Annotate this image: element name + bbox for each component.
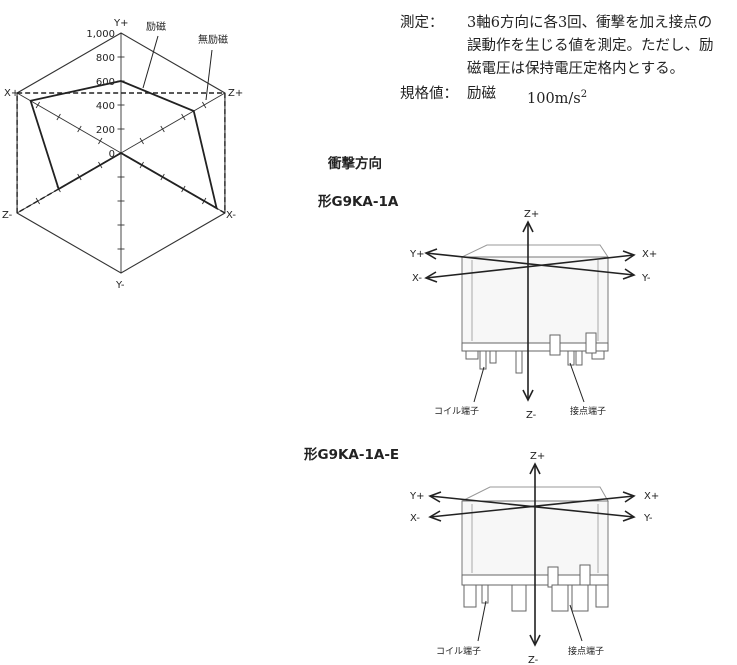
label-z-plus: Z+ — [530, 451, 545, 462]
radar-spoke-zplus — [120, 92, 226, 154]
spec-label: 規格値： — [400, 86, 458, 102]
arrowhead-z-minus — [529, 634, 541, 647]
radar-tick-mark — [181, 113, 186, 121]
arrowhead-z-plus — [529, 462, 541, 475]
label-coil-terminal: コイル端子 — [434, 405, 479, 417]
arrowhead-z-minus — [522, 389, 534, 402]
label-y-minus: Y- — [641, 273, 651, 284]
label-y-plus: Y+ — [410, 249, 425, 260]
measure-text-line-2: 誤動作を生じる値を測定。ただし、励 — [467, 38, 714, 54]
arrow-y-axis — [429, 495, 635, 518]
measure-text-line-3: 磁電圧は保持電圧定格内とする。 — [467, 61, 685, 77]
spec-value-exponent: 2 — [580, 89, 588, 100]
label-x-minus: X- — [410, 513, 420, 524]
axis-arrows — [424, 220, 636, 402]
radar-tick-labels: 1,000 800 600 400 200 0 — [86, 29, 115, 160]
radar-tick-label: 1,000 — [86, 29, 115, 40]
label-contact-terminal: 接点端子 — [570, 405, 606, 417]
legend-label-excited: 励磁 — [146, 20, 166, 33]
radar-tick-mark — [160, 125, 165, 133]
measure-label: 測定： — [400, 15, 444, 31]
radar-tick-label: 400 — [96, 101, 115, 112]
arrowhead-y-minus — [622, 268, 636, 280]
radar-tick-label: 200 — [96, 125, 115, 136]
arrowhead-x-minus — [428, 510, 442, 522]
radar-axis-label: Z+ — [228, 88, 243, 99]
label-x-plus: X+ — [642, 249, 657, 260]
radar-axis-label: Z- — [2, 210, 13, 221]
radar-tick-mark — [56, 113, 61, 121]
label-x-plus: X+ — [644, 491, 659, 502]
callout-leader-excited — [142, 35, 159, 89]
arrow-x-axis — [425, 254, 635, 279]
radar-axis-label: Y- — [115, 280, 125, 291]
model-title-1: 形G9KA-1A — [318, 194, 399, 210]
arrow-y-axis — [425, 252, 635, 276]
radar-tick-mark — [35, 197, 41, 205]
radar-axis-label: X- — [226, 210, 236, 221]
label-y-plus: Y+ — [409, 491, 425, 502]
arrowhead-y-plus — [428, 491, 442, 503]
radar-axis-labels: Y+ Z+ X- Y- Z- X+ — [2, 18, 243, 291]
radar-tick-mark — [98, 137, 103, 145]
radar-axis-label: Y+ — [113, 18, 129, 29]
label-coil-terminal: コイル端子 — [436, 645, 481, 657]
coil-terminal-leader — [477, 600, 487, 642]
radar-series — [16, 80, 226, 215]
radar-tick-mark — [139, 137, 144, 145]
measure-text-line-1: 3軸6方向に各3回、衝撃を加え接点の — [467, 15, 713, 31]
axis-arrows — [428, 462, 636, 647]
shock-direction-heading: 衝撃方向 — [328, 156, 382, 172]
arrowhead-y-minus — [622, 510, 636, 522]
contact-terminal-leader — [569, 362, 585, 403]
label-y-minus: Y- — [643, 513, 653, 524]
spec-value-text: 100m/s — [527, 90, 581, 107]
arrowhead-x-minus — [424, 271, 438, 283]
model-title-2: 形G9KA-1A-E — [304, 447, 400, 463]
radar-tick-mark — [201, 101, 207, 109]
label-z-minus: Z- — [526, 410, 537, 420]
radar-tick-label: 800 — [96, 53, 115, 64]
spec-value: 100m/s2 — [527, 83, 587, 111]
legend-label-nonexcited: 無励磁 — [198, 33, 228, 46]
radar-tick-mark — [77, 125, 82, 133]
radar-tick-label: 600 — [96, 77, 115, 88]
radar-axis-label: X+ — [4, 88, 19, 99]
arrowhead-z-plus — [522, 220, 534, 233]
relay-diagram-1: Z+ Z- Y+ X- X+ Y- コイル端子 接点端子 — [410, 209, 657, 420]
label-z-plus: Z+ — [524, 209, 539, 220]
arrowhead-y-plus — [424, 248, 438, 260]
spec-mode: 励磁 — [467, 86, 496, 102]
callout-leader-nonexcited — [205, 49, 213, 101]
arrowhead-x-plus — [622, 491, 636, 503]
contact-terminal-leader — [569, 604, 583, 642]
label-x-minus: X- — [412, 273, 422, 284]
arrowhead-x-plus — [622, 250, 636, 262]
label-contact-terminal: 接点端子 — [568, 645, 604, 657]
coil-terminal-leader — [473, 366, 485, 403]
series-excited-polygon — [29, 80, 218, 211]
label-z-minus: Z- — [528, 655, 539, 665]
relay-base — [461, 332, 609, 374]
radar-spoke-xplus — [16, 92, 122, 154]
radar-chart: 1,000 800 600 400 200 0 Y+ Z+ X- Y- Z- X+ 励磁 無励磁 — [2, 18, 243, 291]
radar-tick-label: 0 — [109, 149, 115, 160]
relay-diagram-2: Z+ Z- Y+ X- X+ Y- コイル端子 接点端子 — [409, 451, 659, 665]
radar-tick-mark — [35, 101, 41, 109]
